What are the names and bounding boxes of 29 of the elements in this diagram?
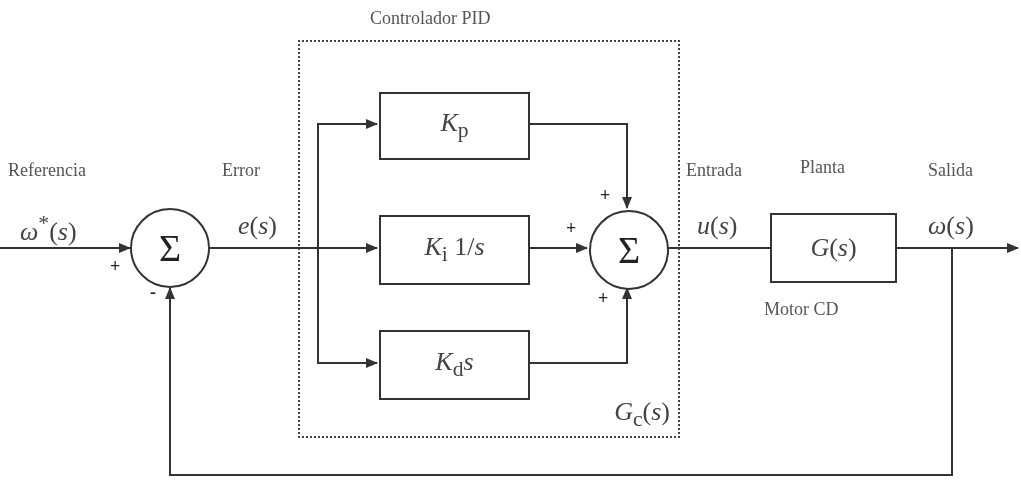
signal-symbol: e(s) <box>238 211 277 241</box>
gain-block <box>379 92 530 160</box>
transfer-function: K$_{d}$s <box>435 347 474 383</box>
signal-name: Referencia <box>8 160 86 181</box>
plus-sign: + <box>600 185 611 206</box>
minus-sign: - <box>150 282 156 303</box>
sigma-symbol: Σ <box>617 231 641 269</box>
signal-name: Error <box>222 160 260 181</box>
integral-block <box>379 215 530 285</box>
signal-name: Salida <box>928 160 973 181</box>
signal-symbol: u(s) <box>697 211 738 241</box>
block-caption: Motor CD <box>764 299 839 320</box>
block-title: Planta <box>800 157 845 178</box>
signal-symbol: ω$^{*}$(s) <box>20 211 77 247</box>
signal-arrow <box>209 247 378 368</box>
transfer-function: G(s) <box>810 233 857 263</box>
sigma-symbol: Σ <box>158 229 182 267</box>
plus-sign: + <box>566 218 577 239</box>
signal-arrow <box>0 243 131 253</box>
signal-name: Entrada <box>686 160 742 181</box>
plus-sign: + <box>110 256 121 277</box>
signal-arrow <box>165 247 953 476</box>
signal-symbol: ω(s) <box>928 211 974 241</box>
transfer-function-label: G$_{c}$(s) <box>614 396 670 432</box>
transfer-function: K$_{p}$ <box>440 108 469 144</box>
transfer-function: K$_{i}$ 1/s <box>424 232 485 268</box>
plus-sign: + <box>598 288 609 309</box>
derivative-block <box>379 330 530 400</box>
group-title: Controlador PID <box>370 8 491 29</box>
